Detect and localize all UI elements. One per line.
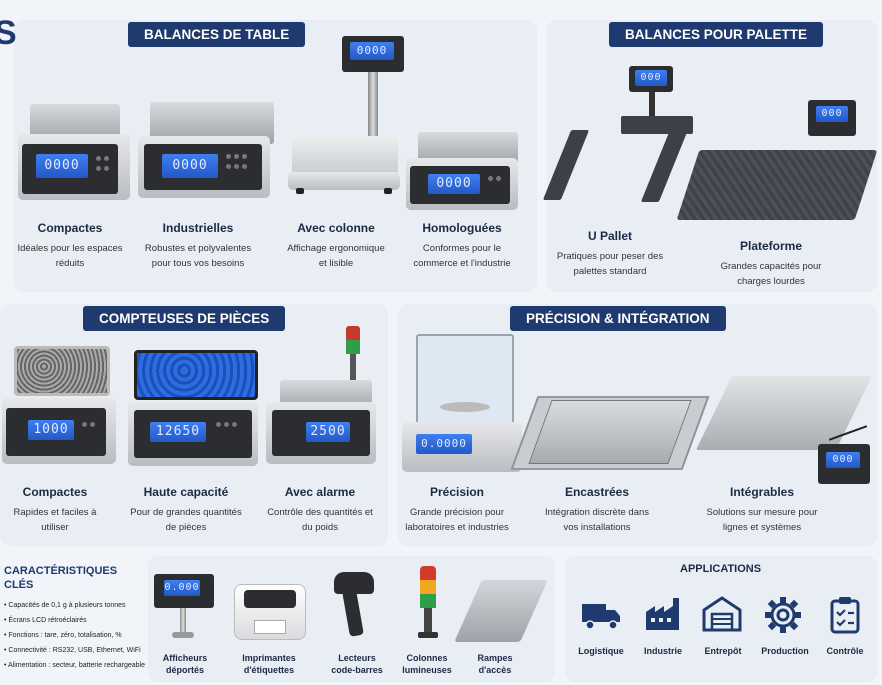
analytical-balance-display: 0.0000	[416, 434, 472, 454]
counting-high-capacity-display: 12650	[150, 422, 206, 442]
feature-lcd: • Écrans LCD rétroéclairés	[4, 617, 87, 624]
feature-connectivity: • Connectivité : RS232, USB, Ethernet, W…	[4, 647, 141, 654]
badge-precision: PRÉCISION & INTÉGRATION	[510, 306, 726, 331]
badge-pallet-scales: BALANCES POUR PALETTE	[609, 22, 824, 47]
counting-alarm-image: 2500	[266, 326, 378, 468]
app-label-logistique: Logistique	[578, 646, 624, 656]
analytical-balance-image: 0.0000	[400, 334, 524, 476]
counting-compact-display: 1000	[28, 420, 74, 440]
feature-functions: • Fonctions : tare, zéro, totalisation, …	[4, 632, 122, 639]
feature-power: • Alimentation : secteur, batterie recha…	[4, 662, 145, 669]
barcode-scanner-image	[334, 572, 378, 642]
certified-scale-display: 0000	[428, 174, 480, 194]
factory-icon	[646, 598, 679, 630]
features-list: • Capacités de 0,1 g à plusieurs tonnes …	[4, 598, 145, 673]
app-label-entrepot: Entrepôt	[704, 646, 742, 656]
cropped-glyph: S	[0, 14, 17, 52]
applications-title: APPLICATIONS	[680, 563, 762, 575]
gear-icon	[765, 597, 801, 633]
certified-scale-image: 0000	[406, 132, 518, 210]
integrable-scale-display: 000	[826, 452, 860, 468]
platform-scale-display: 000	[816, 106, 848, 122]
platform-scale-image: 000	[676, 100, 878, 230]
label-printer-image	[234, 576, 306, 642]
industrial-scale-image: 0000	[138, 102, 276, 198]
app-label-controle: Contrôle	[826, 646, 864, 656]
features-title: CARACTÉRISTIQUES CLÉS	[4, 565, 118, 591]
warehouse-icon	[702, 596, 742, 632]
counting-alarm-display: 2500	[306, 422, 350, 442]
compact-scale-display: 0000	[36, 154, 88, 178]
remote-display-image: 0.000	[154, 574, 214, 640]
flush-scale-image	[510, 392, 710, 474]
app-label-industrie: Industrie	[643, 646, 682, 656]
app-label-production: Production	[761, 646, 809, 656]
badge-table-scales: BALANCES DE TABLE	[128, 22, 306, 47]
counting-compact-image: 1000	[0, 346, 120, 468]
column-scale-display: 0000	[350, 42, 394, 60]
access-ramp-image	[454, 580, 548, 642]
truck-icon	[582, 604, 620, 630]
u-pallet-image: 000	[542, 64, 701, 204]
compact-scale-image: 0000	[18, 104, 130, 200]
feature-capacity: • Capacités de 0,1 g à plusieurs tonnes	[4, 602, 126, 609]
signal-tower-image	[418, 566, 438, 642]
column-scale-image: 0000	[286, 36, 404, 196]
integrable-scale-image: 000	[695, 376, 874, 488]
badge-counting-scales: COMPTEUSES DE PIÈCES	[83, 306, 286, 331]
u-pallet-display: 000	[635, 70, 667, 86]
checklist-icon	[830, 597, 860, 634]
industrial-scale-display: 0000	[162, 154, 218, 178]
counting-high-capacity-image: 12650	[128, 346, 260, 468]
